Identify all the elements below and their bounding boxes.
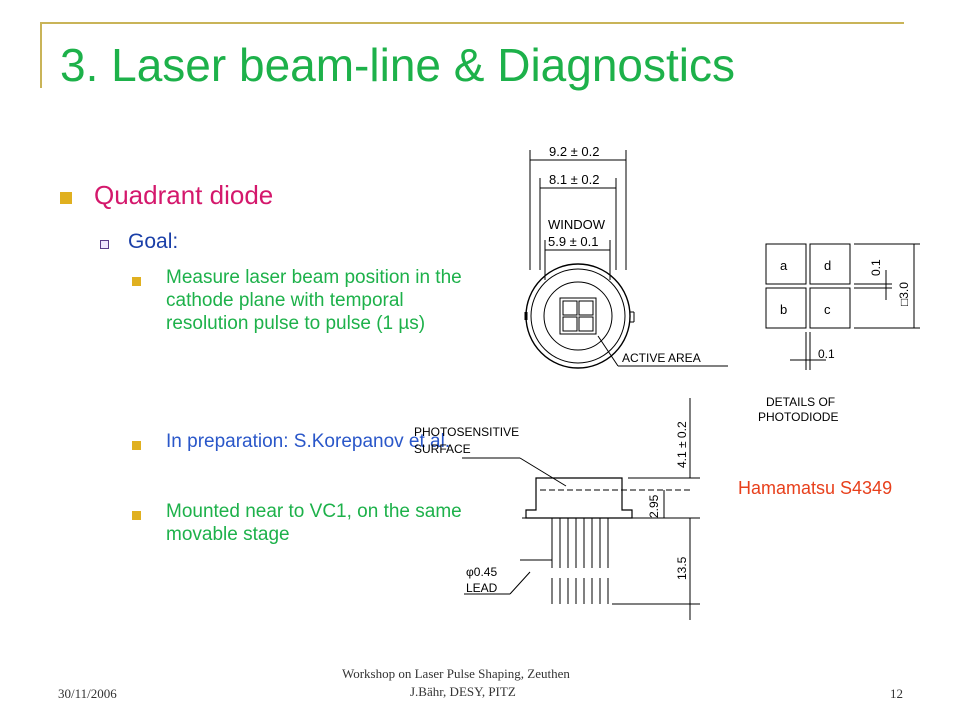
dim-inner-label: 8.1 ± 0.2 [549, 172, 600, 187]
page-number: 12 [890, 686, 903, 701]
footer-author: J.Bähr, DESY, PITZ [410, 684, 516, 699]
gap-vertical-label: 0.1 [869, 259, 883, 276]
bullet-square-icon [132, 511, 141, 520]
lead-diameter-label: φ0.45 [466, 565, 497, 579]
window-label: WINDOW [548, 217, 606, 232]
details-line2: PHOTODIODE [758, 410, 838, 424]
height-top-label: 4.1 ± 0.2 [675, 421, 689, 468]
slide-title: 3. Laser beam-line & Diagnostics [60, 39, 735, 91]
heading-quadrant-diode: Quadrant diode [94, 180, 274, 210]
window-dim-label: 5.9 ± 0.1 [548, 234, 599, 249]
list-item: Mounted near to VC1, on the same movable… [166, 501, 462, 545]
photosensitive-line2: SURFACE [414, 442, 471, 456]
active-area-label: ACTIVE AREA [622, 351, 701, 365]
height-mid-label: 2.95 [647, 494, 661, 518]
bullet-square-icon [60, 192, 72, 204]
frame-top-line [40, 22, 904, 24]
quadrant-c-label: c [824, 302, 831, 317]
footer-event: Workshop on Laser Pulse Shaping, Zeuthen [342, 666, 570, 681]
footer-date: 30/11/2006 [58, 686, 117, 701]
device-caption: Hamamatsu S4349 [738, 478, 893, 498]
frame-left-line [40, 22, 42, 88]
dim-outer-label: 9.2 ± 0.2 [549, 144, 600, 159]
lead-length-label: 13.5 [675, 556, 689, 580]
size-label: □3.0 [897, 282, 911, 306]
list-item: In preparation: S.Korepanov et al. [166, 431, 451, 452]
quadrant-d-label: d [824, 258, 831, 273]
subheading-goal: Goal: [128, 230, 179, 253]
lead-label: LEAD [466, 581, 498, 595]
bullet-box-icon [100, 240, 109, 249]
quadrant-b-label: b [780, 302, 787, 317]
bullet-square-icon [132, 441, 141, 450]
gap-horizontal-label: 0.1 [818, 347, 835, 361]
list-item: Measure laser beam position in the catho… [166, 267, 462, 334]
quadrant-a-label: a [780, 258, 788, 273]
bullet-square-icon [132, 277, 141, 286]
photosensitive-line1: PHOTOSENSITIVE [414, 425, 519, 439]
details-line1: DETAILS OF [766, 395, 835, 409]
